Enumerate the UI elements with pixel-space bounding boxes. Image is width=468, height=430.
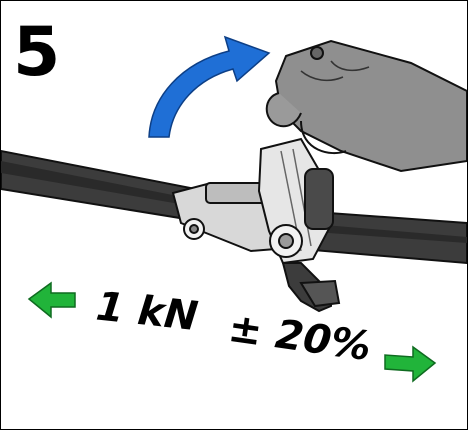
strap — [1, 149, 467, 265]
step-number: 5 — [13, 13, 60, 92]
force-tolerance: ± 20% — [226, 305, 374, 370]
force-value: 1 kN — [94, 284, 200, 340]
tension-arrow-right-icon — [384, 345, 437, 383]
hand — [265, 39, 467, 173]
ratchet-buckle — [171, 137, 341, 313]
tension-arrow-left-icon — [27, 281, 76, 319]
rotation-arrow-icon — [148, 35, 271, 138]
